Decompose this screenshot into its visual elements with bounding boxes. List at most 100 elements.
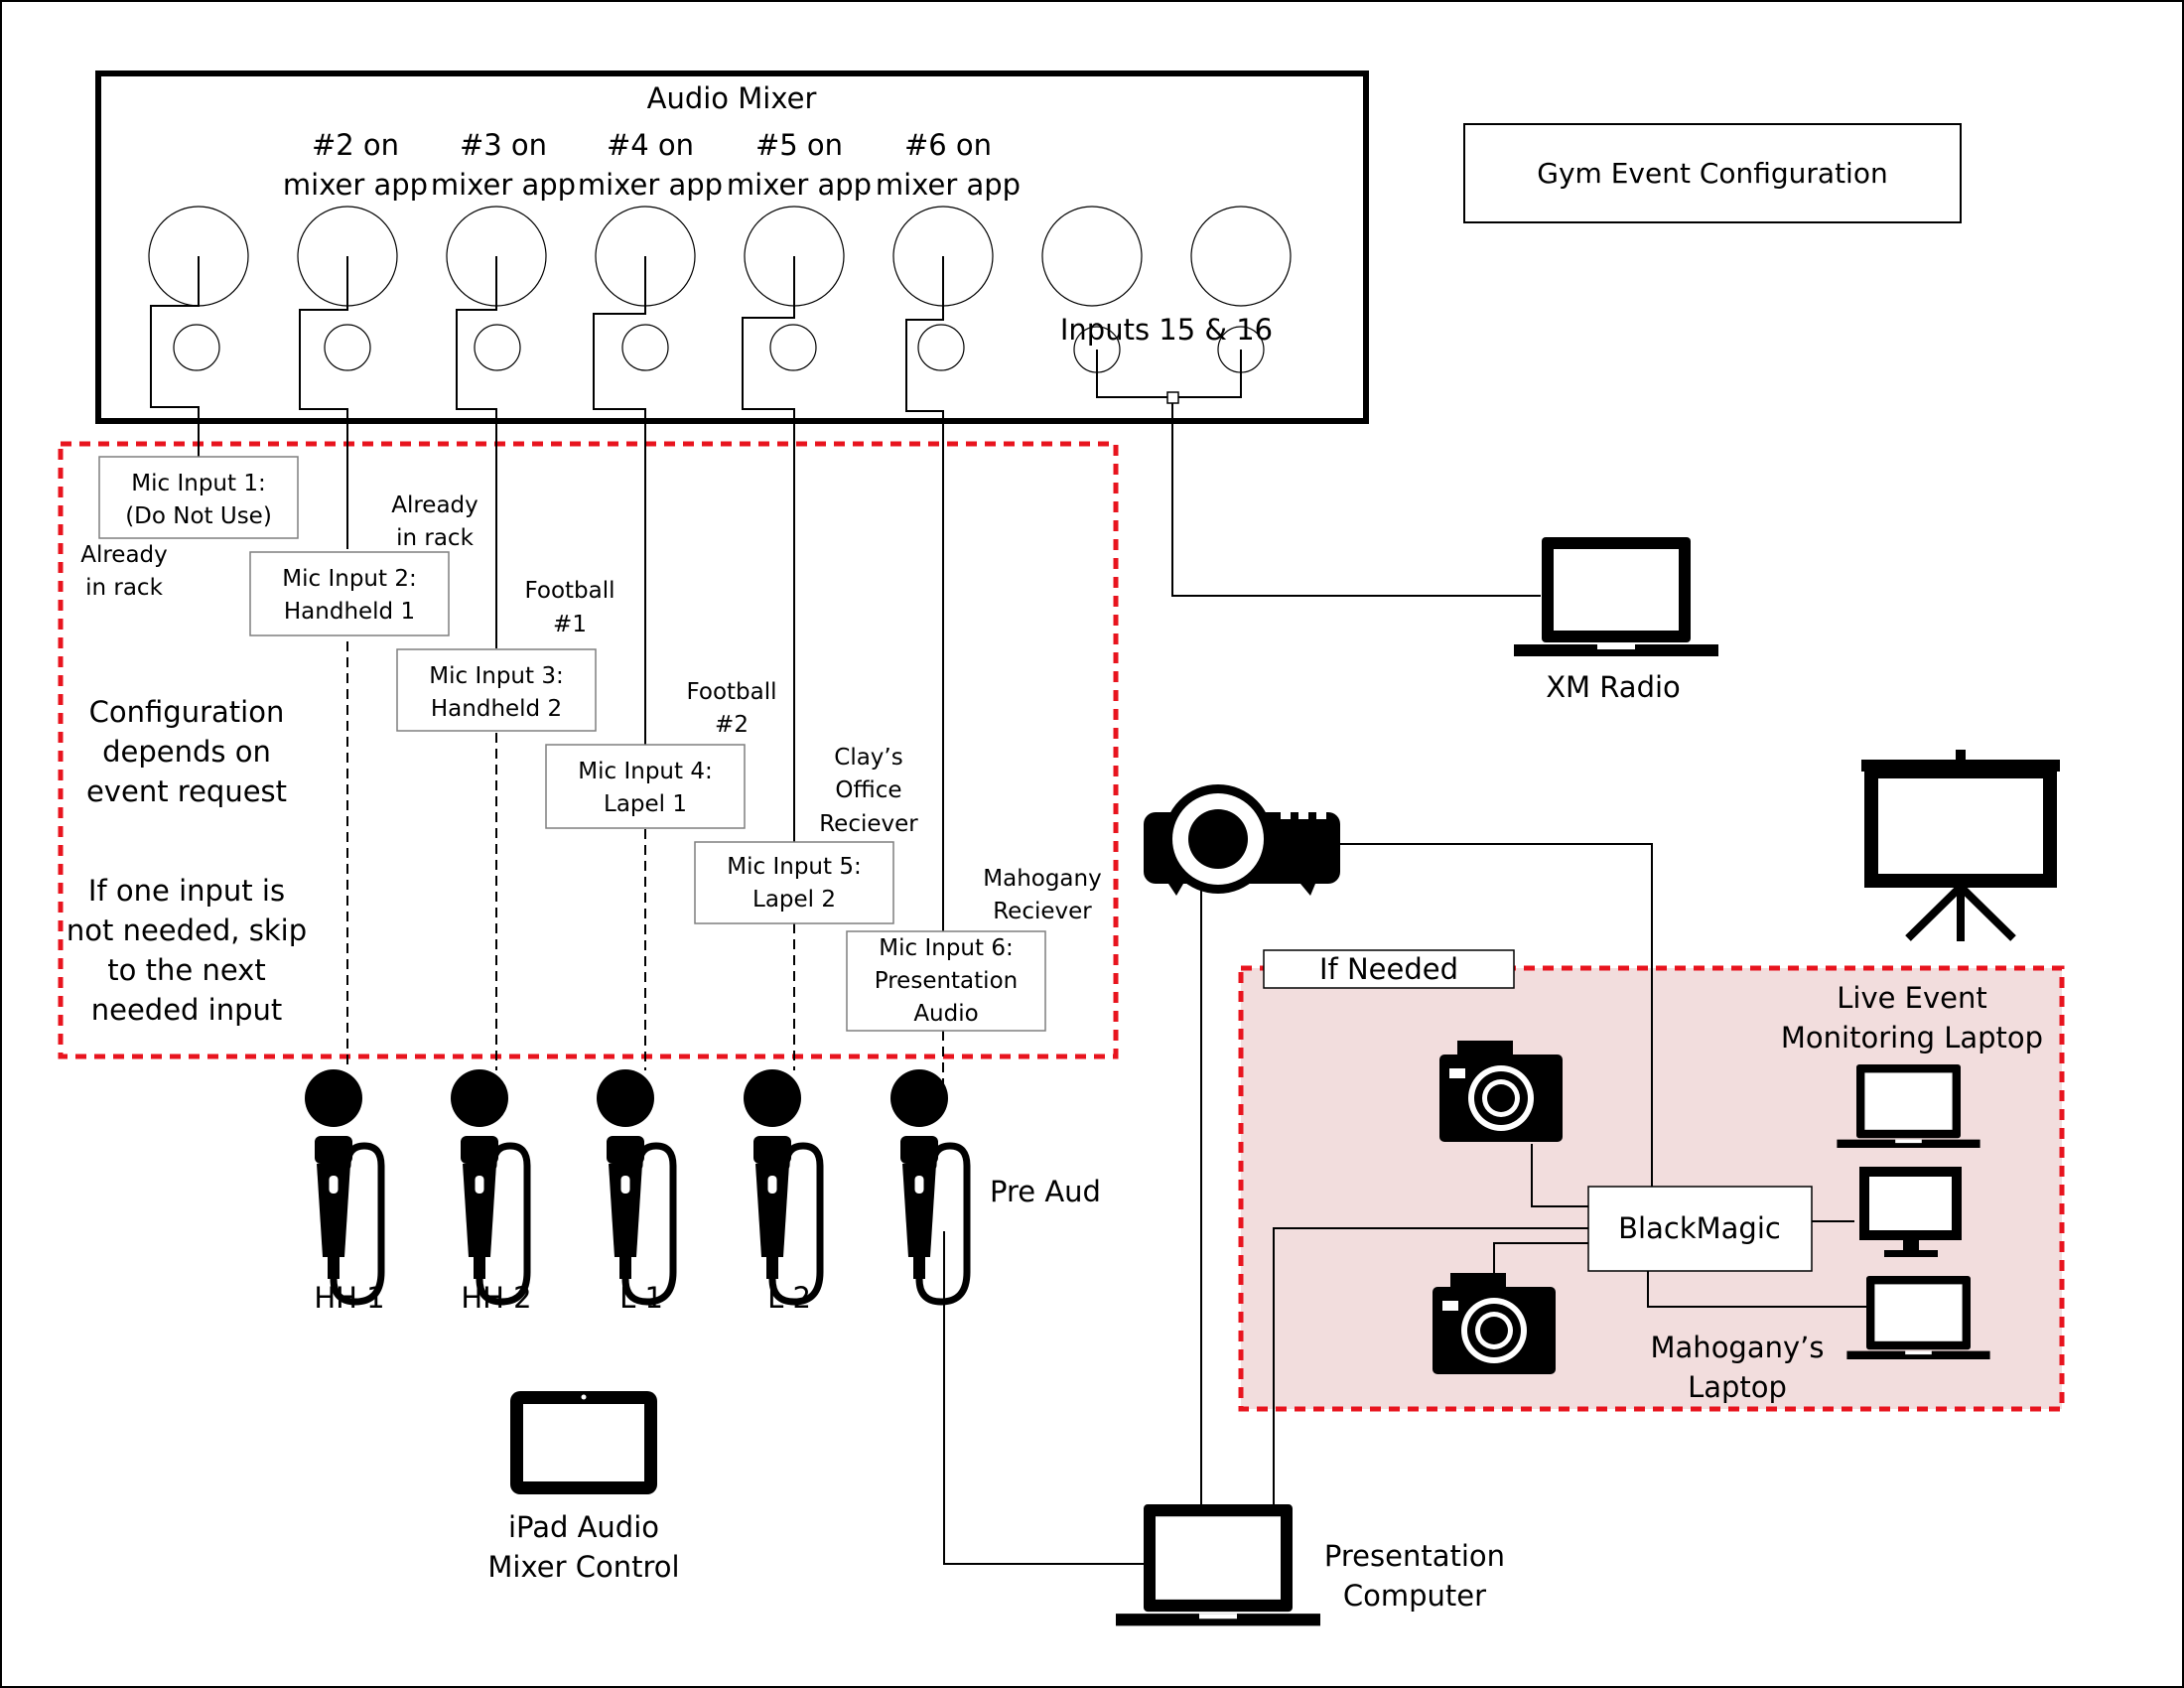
mic-input-2-line1: Mic Input 2: <box>282 566 416 592</box>
channel-4-line2: mixer app <box>578 168 723 202</box>
mic-input-3-line1: Mic Input 3: <box>429 663 563 689</box>
camera-icon <box>1439 1041 1563 1142</box>
microphone-icon <box>305 1069 381 1302</box>
receiver-labels: Already in rack Already in rack Football… <box>80 492 1102 924</box>
live-event-label-line1: Live Event <box>1837 981 1987 1015</box>
note-skip-line3: to the next <box>107 953 265 987</box>
knob-15 <box>1041 206 1143 307</box>
blackmagic-label: BlackMagic <box>1618 1211 1781 1245</box>
video-wiring <box>1200 843 1866 1507</box>
jack-1 <box>173 324 220 371</box>
mic-input-5: Mic Input 5: Lapel 2 <box>694 841 894 924</box>
channel-2-line1: #2 on <box>312 128 399 162</box>
mic-labels: HH 1 HH 2 L 1 L 2 Pre Aud <box>314 1175 1101 1315</box>
config-notes: Configuration depends on event request I… <box>67 695 307 1027</box>
mic-input-5-line2: Lapel 2 <box>752 887 836 913</box>
xm-radio-laptop-icon <box>1514 537 1718 656</box>
jack-2 <box>324 324 371 371</box>
jack-3 <box>474 324 521 371</box>
receiver-6-line1: Mahogany <box>983 866 1101 892</box>
title-box: Gym Event Configuration <box>1463 123 1962 223</box>
receiver-4-line1: Football <box>686 679 776 705</box>
blackmagic-box: BlackMagic <box>1587 1186 1813 1272</box>
receiver-3-line2: #1 <box>553 612 587 637</box>
channel-2-line2: mixer app <box>283 168 428 202</box>
receiver-2-line2: in rack <box>396 525 474 551</box>
jack-6 <box>917 324 965 371</box>
receiver-1-line1: Already <box>80 542 168 568</box>
pre-aud-cable <box>943 1231 1144 1565</box>
mic-label-hh1: HH 1 <box>314 1281 384 1315</box>
mixer-title: Audio Mixer <box>647 81 817 115</box>
mahogany-laptop-label-line2: Laptop <box>1688 1370 1787 1404</box>
receiver-6-line2: Reciever <box>993 899 1092 924</box>
mic-label-pre-aud: Pre Aud <box>990 1175 1101 1208</box>
mic-input-boxes: Mic Input 1: (Do Not Use) Mic Input 2: H… <box>98 456 1046 1032</box>
microphones <box>305 1069 967 1302</box>
audio-mixer: Audio Mixer #2 on mixer app #3 on mixer … <box>95 70 1369 424</box>
monitor-icon <box>1859 1167 1962 1257</box>
mic-input-4: Mic Input 4: Lapel 1 <box>545 744 746 829</box>
microphone-icon <box>890 1069 967 1302</box>
mic-input-4-line2: Lapel 1 <box>604 791 687 817</box>
note-skip-line4: needed input <box>91 993 283 1027</box>
live-event-label-line2: Monitoring Laptop <box>1781 1021 2043 1055</box>
note-config-line1: Configuration <box>89 695 285 729</box>
page-title: Gym Event Configuration <box>1537 157 1887 190</box>
note-config-line3: event request <box>86 774 287 808</box>
live-event-laptop-icon <box>1837 1064 1980 1148</box>
channel-4-line1: #4 on <box>607 128 694 162</box>
receiver-4-line2: #2 <box>715 712 749 738</box>
mic-input-3-line2: Handheld 2 <box>431 696 562 722</box>
presentation-computer-icon <box>1116 1504 1320 1626</box>
receiver-2-line1: Already <box>391 492 478 518</box>
channel-5-line1: #5 on <box>755 128 843 162</box>
if-needed-tag: If Needed <box>1263 949 1515 989</box>
projector-screen-icon <box>1861 750 2060 941</box>
mic-input-2-line2: Handheld 1 <box>284 599 415 625</box>
mahogany-laptop-icon <box>1846 1276 1990 1359</box>
mic-input-6-line1: Mic Input 6: <box>879 935 1013 961</box>
receiver-5-line2: Office <box>835 777 901 803</box>
mic-input-2: Mic Input 2: Handheld 1 <box>249 551 450 636</box>
mic-input-6-line3: Audio <box>913 1001 978 1027</box>
mic-input-5-line1: Mic Input 5: <box>727 854 861 880</box>
microphone-icon <box>451 1069 527 1302</box>
presentation-label-line2: Computer <box>1343 1579 1486 1613</box>
mic-input-1: Mic Input 1: (Do Not Use) <box>98 456 299 539</box>
receiver-1-line2: in rack <box>85 575 163 601</box>
xm-radio-label: XM Radio <box>1546 670 1681 704</box>
mahogany-laptop-label-line1: Mahogany’s <box>1651 1331 1825 1364</box>
jack-5 <box>769 324 817 371</box>
mic-label-l1: L 1 <box>619 1281 663 1315</box>
channel-3-line1: #3 on <box>460 128 547 162</box>
ipad-icon <box>510 1391 657 1494</box>
ipad-label-line1: iPad Audio <box>508 1510 659 1544</box>
knob-16 <box>1190 206 1292 307</box>
microphone-icon <box>744 1069 820 1302</box>
receiver-5-line1: Clay’s <box>834 745 902 771</box>
note-config-line2: depends on <box>102 735 271 769</box>
camera-icon <box>1433 1273 1556 1374</box>
note-skip-line2: not needed, skip <box>67 914 307 947</box>
mic-label-l2: L 2 <box>767 1281 811 1315</box>
presentation-label-line1: Presentation <box>1324 1539 1505 1573</box>
xm-splitter <box>1166 391 1179 404</box>
channel-6-line2: mixer app <box>876 168 1021 202</box>
receiver-3-line1: Football <box>524 578 614 604</box>
microphone-icon <box>597 1069 673 1302</box>
mic-input-1-line1: Mic Input 1: <box>131 471 265 496</box>
ipad-label-line2: Mixer Control <box>487 1550 679 1584</box>
mic-input-1-line2: (Do Not Use) <box>125 503 272 529</box>
mixer-wiring <box>150 256 1541 931</box>
receiver-5-line3: Reciever <box>819 811 918 837</box>
inputs-15-16-label: Inputs 15 & 16 <box>1060 313 1273 347</box>
mic-input-6: Mic Input 6: Presentation Audio <box>846 930 1046 1032</box>
mic-config-region <box>58 441 1119 1059</box>
note-skip-line1: If one input is <box>88 874 285 908</box>
channel-5-line2: mixer app <box>727 168 872 202</box>
channel-3-line2: mixer app <box>431 168 576 202</box>
